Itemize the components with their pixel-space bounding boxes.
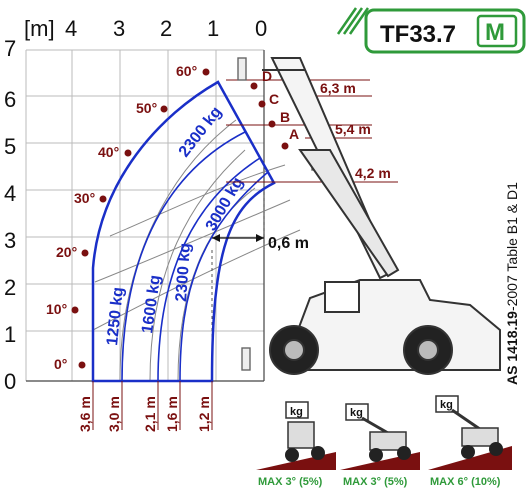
- y-tick-label: 4: [4, 181, 16, 206]
- standard-table: Table B1 & D1: [504, 182, 520, 272]
- x-tick-label: 4: [65, 16, 77, 41]
- position-d: D: [262, 68, 272, 84]
- grid: [25, 49, 264, 381]
- load-label-2300-lower: 2300 kg: [173, 243, 194, 303]
- load-envelope: [91, 80, 276, 383]
- model-badge: TF33.7 M: [336, 7, 526, 54]
- load-label-1250: 1250 kg: [104, 286, 127, 346]
- brand-logo: M: [476, 14, 518, 48]
- angle-dot: [202, 68, 210, 76]
- angle-label-10: 10°: [46, 301, 67, 317]
- load-zone-labels: 3000 kg 2300 kg 2300 kg 1600 kg 1250 kg: [104, 104, 247, 347]
- reach-label-3-6: 3,6 m: [77, 396, 93, 432]
- slope-panel-1: kg MAX 3° (5%): [256, 401, 336, 488]
- y-tick-label: 3: [4, 228, 16, 253]
- y-tick-label: 2: [4, 275, 16, 300]
- y-tick-label: 0: [4, 369, 16, 394]
- y-tick-label: 7: [4, 36, 16, 61]
- angle-label-60: 60°: [176, 63, 197, 79]
- x-tick-label: 2: [160, 16, 172, 41]
- boom-arcs: [92, 119, 301, 382]
- angle-dot: [160, 105, 168, 113]
- position-dot: [250, 82, 258, 90]
- slope-limit-3: MAX 6° (10%): [430, 476, 501, 488]
- y-tick-label: 5: [4, 134, 16, 159]
- position-b: B: [280, 109, 290, 125]
- angle-markers: 0° 10° 20° 30° 40° 50° 60°: [46, 63, 210, 372]
- height-label-5-4: 5,4 m: [335, 121, 371, 137]
- slope-limit-2: MAX 3° (5%): [343, 476, 408, 488]
- position-a: A: [289, 126, 299, 142]
- fork-positions: A B C D: [250, 68, 299, 150]
- angle-label-0: 0°: [54, 356, 67, 372]
- y-tick-label: 6: [4, 87, 16, 112]
- slope-icon-kg: kg: [440, 399, 453, 411]
- x-tick-label: 3: [113, 16, 125, 41]
- svg-text:AS 1418.19-2007 Table B1 & D1: AS 1418.19-2007 Table B1 & D1: [504, 182, 520, 385]
- angle-dot: [78, 361, 86, 369]
- reach-labels: 3,6 m 3,0 m 2,1 m 1,6 m 1,2 m: [77, 381, 213, 432]
- units-label: [m]: [24, 16, 55, 41]
- angle-dot: [71, 306, 79, 314]
- angle-label-30: 30°: [74, 190, 95, 206]
- x-axis-labels: 4 3 2 1 0: [65, 16, 267, 41]
- standard-caption: AS 1418.19-2007 Table B1 & D1: [504, 182, 520, 385]
- position-dot: [258, 100, 266, 108]
- x-tick-label: 1: [207, 16, 219, 41]
- angle-dot: [124, 149, 132, 157]
- height-label-4-2: 4,2 m: [355, 165, 391, 181]
- position-c: C: [269, 91, 279, 107]
- reach-label-1-2: 1,2 m: [196, 396, 212, 432]
- brand-logo-letter: M: [485, 19, 505, 46]
- standard-year: -2007: [504, 275, 520, 311]
- load-label-1600: 1600 kg: [139, 274, 164, 335]
- reach-label-3-0: 3,0 m: [106, 396, 122, 432]
- slope-limit-1: MAX 3° (5%): [258, 476, 323, 488]
- position-dot: [268, 120, 276, 128]
- telehandler-illustration: [262, 57, 501, 375]
- reach-label-1-6: 1,6 m: [164, 396, 180, 432]
- slope-icon-kg: kg: [290, 406, 303, 418]
- model-name: TF33.7: [380, 21, 456, 48]
- height-markers: 6,3 m 5,4 m 4,2 m: [226, 79, 398, 183]
- standard-code: AS 1418.19: [504, 311, 520, 385]
- angle-label-40: 40°: [98, 144, 119, 160]
- angle-label-20: 20°: [56, 244, 77, 260]
- slope-panel-2: kg MAX 3° (5%): [340, 403, 420, 488]
- reach-label-2-1: 2,1 m: [142, 396, 158, 432]
- slope-panel-3: kg MAX 6° (10%): [428, 395, 512, 488]
- zone-boundaries: [121, 131, 269, 381]
- height-label-6-3: 6,3 m: [320, 80, 356, 96]
- angle-label-50: 50°: [136, 100, 157, 116]
- x-tick-label: 0: [255, 16, 267, 41]
- y-tick-label: 1: [4, 322, 16, 347]
- y-axis-labels: 0 1 2 3 4 5 6 7: [4, 36, 16, 394]
- angle-dot: [81, 249, 89, 257]
- offset-dimension: 0,6 m: [212, 234, 309, 252]
- angle-dot: [99, 195, 107, 203]
- offset-label: 0,6 m: [268, 235, 309, 252]
- slope-icon-kg: kg: [350, 407, 363, 419]
- position-dot: [281, 142, 289, 150]
